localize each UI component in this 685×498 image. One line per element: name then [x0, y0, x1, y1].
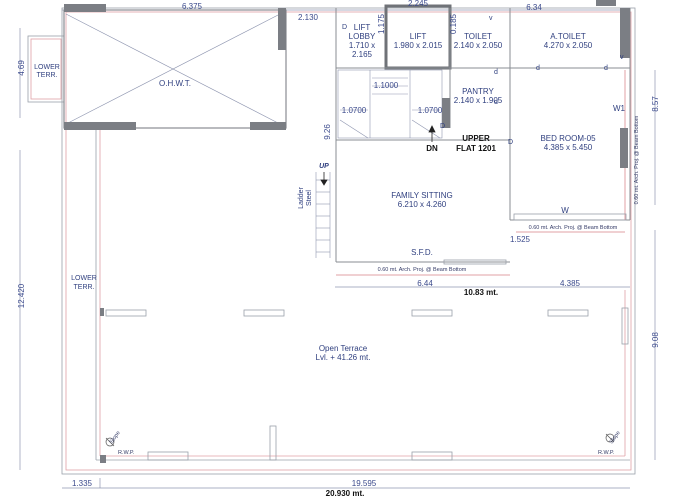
- dim-469: 4.69: [17, 60, 26, 76]
- dim-12420: 12.420: [17, 283, 26, 308]
- dim-1175: 1.175: [377, 13, 386, 34]
- bed-room-size: 4.385 x 5.450: [544, 143, 593, 152]
- dimension-lines: [19, 9, 656, 489]
- toilet-size: 2.140 x 2.050: [454, 41, 503, 50]
- door-mark: D: [508, 139, 513, 146]
- slope-right-label: Slope: [609, 430, 622, 445]
- family-sitting-label: FAMILY SITTING: [391, 191, 453, 200]
- lift-lobby-size-2: 2.165: [352, 50, 373, 59]
- rwp-marks: [105, 433, 615, 447]
- slope-left-label: Slope: [109, 430, 122, 445]
- dim-908: 9.08: [651, 332, 660, 348]
- door-mark: d: [536, 65, 540, 72]
- lift-size: 1.980 x 2.015: [394, 41, 443, 50]
- dim-4385: 4.385: [560, 279, 581, 288]
- lower-terr-left-label: LOWER: [71, 275, 97, 282]
- dim-19595: 19.595: [352, 479, 377, 488]
- arrows: [320, 125, 436, 186]
- pantry-size: 2.140 x 1.905: [454, 96, 503, 105]
- sfd-label: S.F.D.: [411, 248, 433, 257]
- lift-label: LIFT: [410, 32, 427, 41]
- dim-10700-right: 1.0700: [418, 106, 443, 115]
- door-mark: d: [494, 69, 498, 76]
- vent-mark: v: [489, 15, 493, 22]
- family-sitting-size: 6.210 x 4.260: [398, 200, 447, 209]
- terrace-outline: [27, 7, 636, 475]
- a-toilet-size: 4.270 x 2.050: [544, 41, 593, 50]
- rwp-right-label: R.W.P.: [598, 450, 615, 456]
- door-mark: d: [494, 99, 498, 106]
- steel-ladder: [315, 172, 331, 258]
- dim-644: 6.44: [417, 279, 433, 288]
- ladder-label: Ladder: [298, 186, 305, 208]
- upper-flat-label-2: FLAT 1201: [456, 144, 496, 153]
- toilet-label: TOILET: [464, 32, 492, 41]
- ladder-label-2: Steel: [306, 190, 313, 206]
- dim-2245: 2.245: [408, 0, 429, 8]
- open-terrace-label: Open Terrace: [319, 344, 368, 353]
- dim-1335: 1.335: [72, 479, 93, 488]
- dim-634: 6.34: [526, 3, 542, 12]
- lift-lobby-size: 1.710 x: [349, 41, 375, 50]
- dim-10700-left: 1.0700: [342, 106, 367, 115]
- lower-terr-left-label-2: TERR.: [74, 284, 95, 291]
- windows: [105, 213, 629, 461]
- door-mark: D: [440, 123, 445, 130]
- ohwt-label: O.H.W.T.: [159, 79, 191, 88]
- vent-mark: v: [620, 54, 624, 61]
- arch-proj-right-label: 0.60 mt. Arch. Proj. @ Beam Bottom: [529, 225, 618, 231]
- pantry-label: PANTRY: [462, 87, 494, 96]
- dim-857: 8.57: [651, 96, 660, 112]
- staircase: [337, 69, 443, 139]
- lower-terr-top-label-2: TERR.: [37, 72, 58, 79]
- dn-label: DN: [426, 144, 438, 153]
- dim-926: 9.26: [323, 124, 332, 140]
- lift-lobby-label-2: LOBBY: [349, 32, 376, 41]
- a-toilet-label: A.TOILET: [550, 32, 586, 41]
- arch-proj-bottom-label: 0.60 mt. Arch. Proj. @ Beam Bottom: [378, 267, 467, 273]
- dim-20930: 20.930 mt.: [326, 489, 365, 498]
- dim-1525: 1.525: [510, 235, 531, 244]
- door-mark: D: [342, 24, 347, 31]
- upper-flat-label: UPPER: [462, 134, 490, 143]
- dim-2130: 2.130: [298, 13, 319, 22]
- columns: [100, 0, 630, 463]
- lift-lobby-label: LIFT: [354, 23, 371, 32]
- open-terrace-level: Lvl. + 41.26 mt.: [316, 353, 371, 362]
- arch-proj-vertical-label: 0.60 mt. Arch. Proj. @ Beam Bottom: [634, 115, 640, 204]
- dim-0185: 0.185: [449, 13, 458, 34]
- dim-1100: 1.1000: [374, 81, 399, 90]
- annotations: UPPER FLAT 1201 DN UP S.F.D. W1 W Ladder…: [109, 15, 640, 456]
- up-label: UP: [319, 163, 329, 170]
- ohwt-tank: [63, 4, 287, 130]
- w-label: W: [561, 206, 569, 215]
- bed-room-label: BED ROOM-05: [540, 134, 596, 143]
- w1-label: W1: [613, 104, 626, 113]
- dimension-texts: 6.375 2.130 2.245 6.34 1.175 0.185 4.69 …: [17, 0, 660, 498]
- dim-1083: 10.83 mt.: [464, 288, 498, 297]
- rwp-left-label: R.W.P.: [118, 450, 135, 456]
- lower-terr-top-label: LOWER: [34, 64, 60, 71]
- room-labels: O.H.W.T. LIFT LOBBY 1.710 x 2.165 LIFT 1…: [34, 23, 596, 362]
- door-mark: d: [604, 65, 608, 72]
- dim-6375: 6.375: [182, 2, 203, 11]
